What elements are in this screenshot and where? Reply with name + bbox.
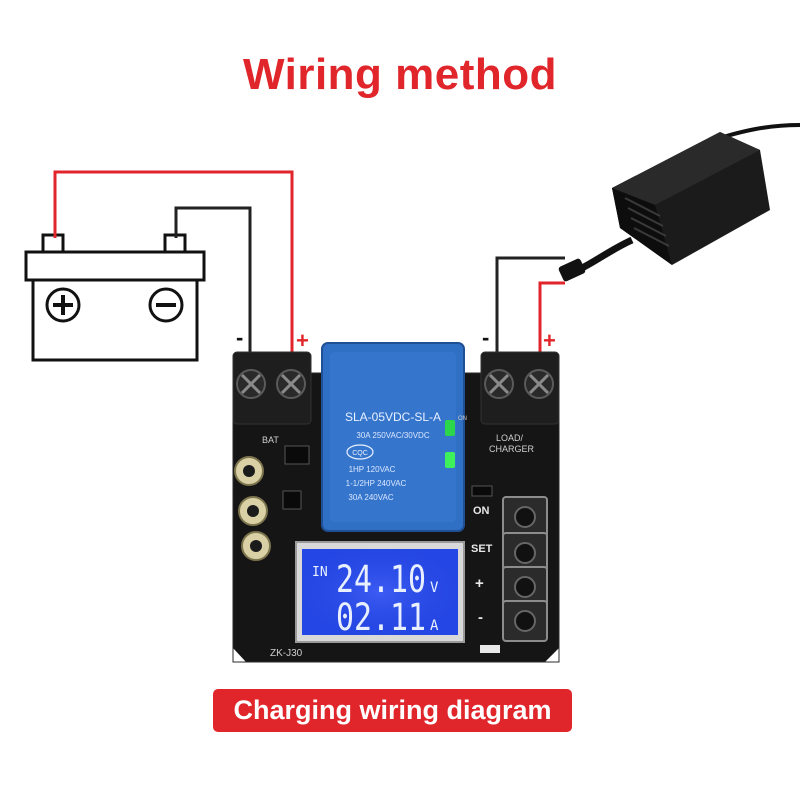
minus-button[interactable] <box>502 600 548 642</box>
inductor-icon <box>282 490 302 510</box>
lcd-voltage-unit: V <box>430 580 439 596</box>
set-button-label: SET <box>471 543 493 555</box>
relay-line2: 1-1/2HP 240VAC <box>346 479 407 488</box>
charger-terminal-block <box>480 351 560 425</box>
plus-button-label: + <box>475 575 484 592</box>
caption-badge: Charging wiring diagram <box>213 689 572 732</box>
charger-minus-label: - <box>482 325 489 350</box>
resistor-icon <box>471 485 493 497</box>
battery-negative-wire <box>174 206 252 352</box>
battery-plus-label: + <box>296 328 309 353</box>
charge-led-icon <box>445 452 455 468</box>
battery-wires <box>53 170 294 352</box>
status-led-icon <box>445 420 455 436</box>
battery-positive-wire <box>53 170 294 352</box>
charger-plus-label: + <box>543 328 556 353</box>
on-button-label: ON <box>473 505 490 517</box>
minus-button-label: - <box>478 609 483 626</box>
power-adapter-icon <box>558 123 800 282</box>
lcd-in-label: IN <box>312 565 328 580</box>
ic-chip-icon <box>284 445 310 465</box>
battery-terminal-block <box>232 351 312 425</box>
relay-line1: 1HP 120VAC <box>349 465 396 474</box>
plus-button[interactable] <box>502 566 548 608</box>
relay-rating: 30A 250VAC/30VDC <box>356 431 429 440</box>
capacitor-icon <box>234 456 271 561</box>
control-board: BAT LOAD/ CHARGER SLA-05VDC-SL-A 30A 250… <box>232 342 560 663</box>
lcd-voltage: 24.10 <box>336 558 426 601</box>
charger-positive-wire <box>538 281 565 352</box>
page-title: Wiring method <box>242 50 558 99</box>
on-button[interactable] <box>502 496 548 538</box>
board-model-label: ZK-J30 <box>270 648 303 659</box>
relay-model: SLA-05VDC-SL-A <box>345 410 441 424</box>
battery-minus-label: - <box>236 325 243 350</box>
relay-cert: CQC <box>352 450 368 457</box>
relay-line3: 30A 240VAC <box>348 493 393 502</box>
lcd-current: 02.11 <box>336 596 426 639</box>
bat-label: BAT <box>262 435 279 445</box>
header-pins-icon <box>480 645 500 653</box>
battery-icon <box>24 233 206 362</box>
charger-negative-wire <box>495 256 565 352</box>
set-button[interactable] <box>502 532 548 574</box>
relay-icon: SLA-05VDC-SL-A 30A 250VAC/30VDC CQC 1HP … <box>321 342 465 532</box>
charger-label: CHARGER <box>489 444 535 454</box>
lcd-display-icon: IN 24.10 V 02.11 A <box>295 541 465 643</box>
charger-wires <box>495 256 565 352</box>
on-indicator-label: ON <box>458 416 467 422</box>
lcd-current-unit: A <box>430 618 439 634</box>
load-label: LOAD/ <box>496 433 524 443</box>
